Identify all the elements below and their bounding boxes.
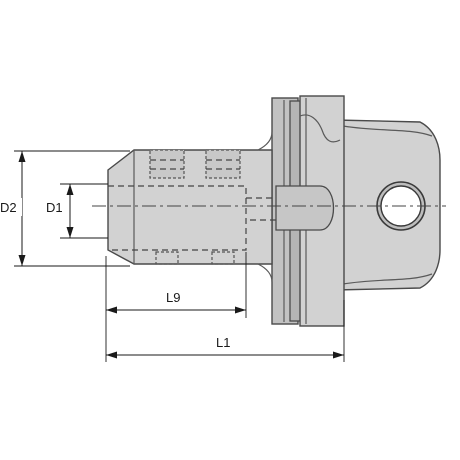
neck-fillet-top: [257, 131, 273, 151]
d1-label: D1: [46, 200, 63, 215]
dimension-d2: D2: [0, 150, 130, 267]
clamp-screw-3: [155, 251, 179, 265]
dimension-l9: L9: [105, 252, 247, 362]
d2-label: D2: [0, 200, 17, 215]
d2-arrow-bottom: [18, 255, 26, 266]
l1-arrow-right: [333, 351, 344, 359]
flange-notch: [299, 114, 341, 143]
d1-arrow-top: [66, 184, 74, 195]
clamp-screw-4: [211, 251, 235, 265]
d2-arrow-top: [18, 151, 26, 162]
bore-hidden: [108, 185, 247, 251]
clamp-screw-1: [149, 149, 185, 179]
d2-label-bg: [0, 198, 22, 216]
dimension-d1: D1: [46, 183, 108, 239]
tool-holder: [107, 95, 441, 327]
d1-label-bg: [46, 199, 68, 217]
l1-arrow-left: [106, 351, 117, 359]
coolant-pin: [275, 185, 334, 231]
clamping-body: [107, 149, 273, 265]
l9-arrow-left: [106, 306, 117, 314]
l1-label: L1: [216, 335, 230, 350]
neck-fillet-bottom: [257, 263, 273, 283]
clamp-screw-2: [205, 149, 241, 179]
shank-edge-top: [342, 125, 433, 137]
l9-arrow-right: [235, 306, 246, 314]
dimension-l1: L1: [106, 300, 345, 362]
shank-edge-bottom: [342, 273, 433, 285]
d1-arrow-bottom: [66, 227, 74, 238]
l9-label: L9: [166, 290, 180, 305]
